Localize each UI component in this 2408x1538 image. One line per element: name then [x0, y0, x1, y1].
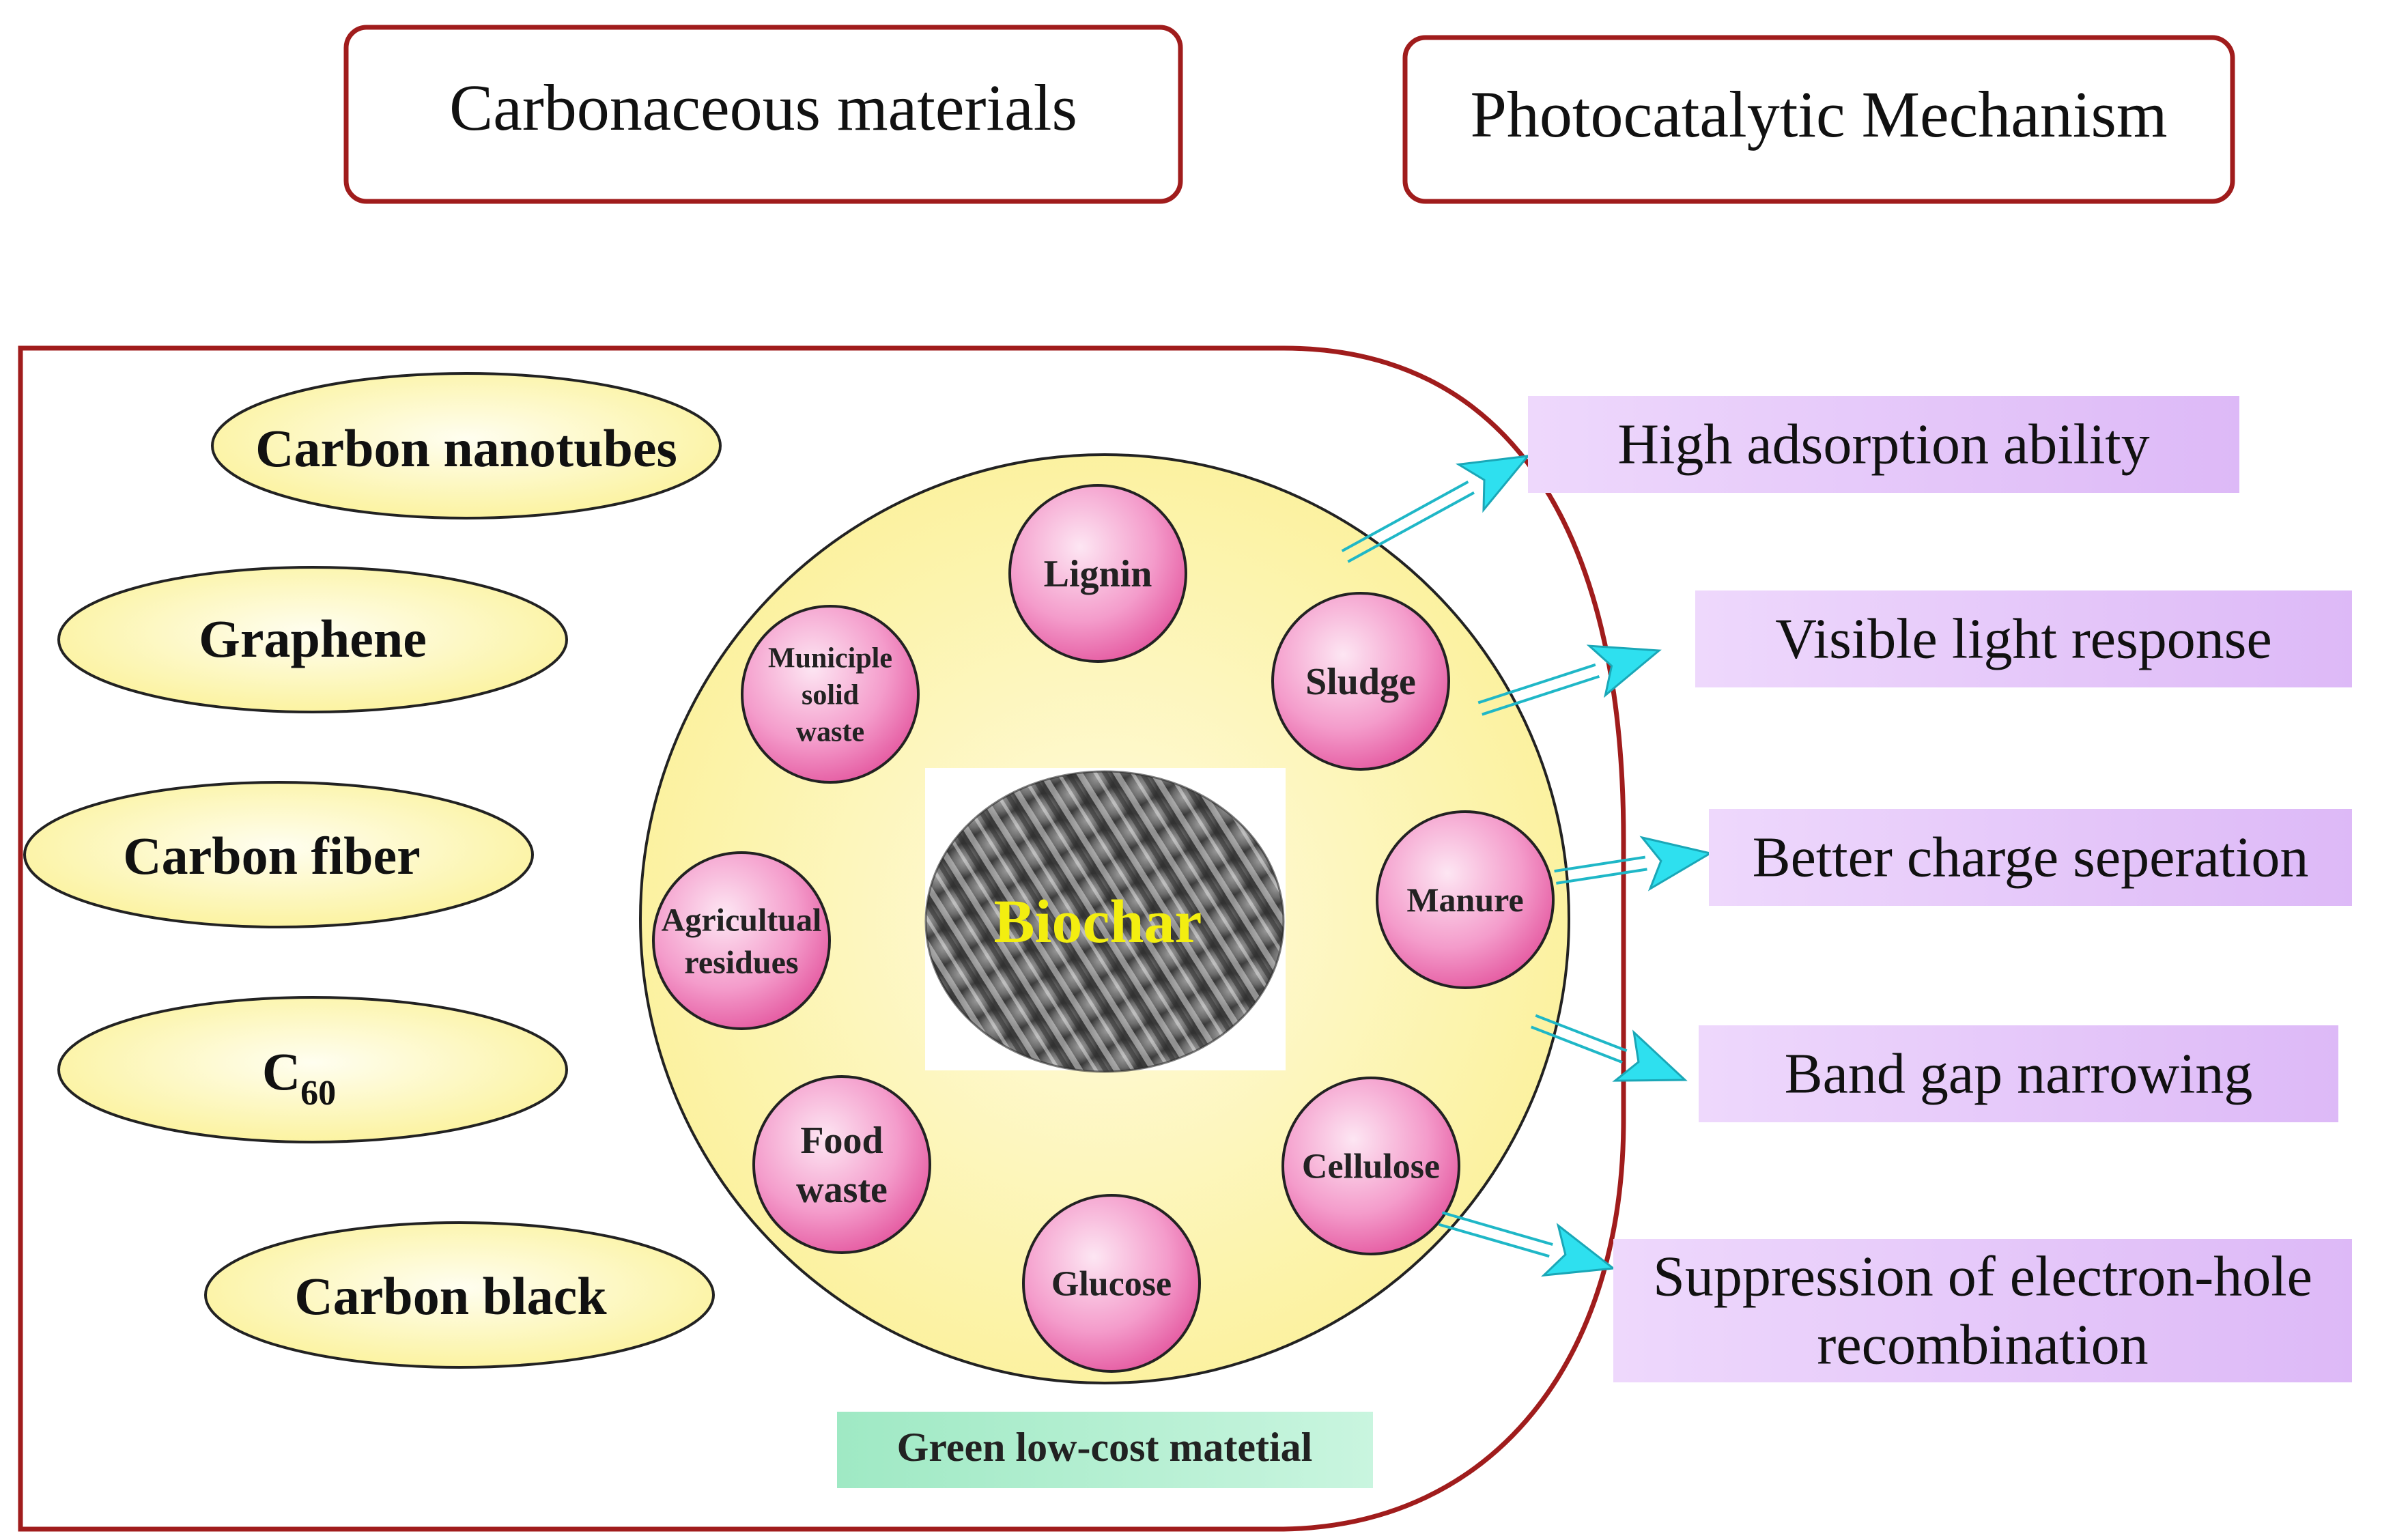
source-manure: Manure — [1376, 810, 1555, 989]
material-label-c60: C60 — [262, 1042, 336, 1113]
mechanism-arrow — [1531, 1014, 1688, 1082]
source-circle — [652, 851, 831, 1030]
header-left-box: Carbonaceous materials — [343, 25, 1183, 204]
source-circle — [1271, 592, 1450, 771]
source-label: Food — [800, 1120, 883, 1162]
material-ellipse-carbon-fiber: Carbon fiber — [23, 781, 534, 928]
source-cellulose: Cellulose — [1281, 1077, 1460, 1255]
mechanism-label: Band gap narrowing — [1785, 1042, 2253, 1106]
source-label: Municiple — [768, 642, 892, 674]
source-sludge: Sludge — [1271, 592, 1450, 771]
mechanism-label: Visible light response — [1775, 608, 2272, 671]
material-ellipse-carbon-black: Carbon black — [204, 1221, 715, 1369]
mechanism-arrow — [1477, 644, 1662, 716]
mechanism-label: High adsorption ability — [1617, 413, 2149, 476]
mechanism-label: Suppression of electron-hole — [1653, 1245, 2312, 1309]
c60-base: C — [262, 1042, 300, 1101]
mechanism-box: High adsorption ability — [1528, 396, 2239, 493]
source-lignin: Lignin — [1008, 484, 1187, 663]
biochar-center-label: Biochar — [994, 888, 1202, 956]
source-label: Glucose — [1051, 1265, 1172, 1304]
source-label: Sludge — [1305, 661, 1416, 703]
c60-subscript: 60 — [300, 1074, 336, 1113]
mechanism-label: Better charge seperation — [1753, 826, 2309, 889]
material-label: Carbon fiber — [123, 826, 420, 885]
material-label: Carbon nanotubes — [255, 418, 677, 478]
mechanism-arrow — [1438, 1211, 1616, 1277]
source-circle — [1022, 1194, 1201, 1373]
source-municiple-solid-waste: Municiple solid waste — [741, 605, 920, 784]
source-label: Agricultual — [662, 902, 822, 938]
mechanism-arrow — [1341, 455, 1531, 563]
main-frame — [18, 345, 1626, 1532]
mechanism-label: recombination — [1817, 1313, 2148, 1377]
green-low-cost-label: Green low-cost matetial — [897, 1425, 1313, 1470]
source-glucose: Glucose — [1022, 1194, 1201, 1373]
source-circle — [1281, 1077, 1460, 1255]
mechanism-box: Band gap narrowing — [1699, 1025, 2338, 1122]
source-label: waste — [796, 716, 864, 747]
header-left-title: Carbonaceous materials — [449, 71, 1077, 144]
mechanism-box: Visible light response — [1695, 590, 2352, 687]
source-food-waste: Food waste — [752, 1075, 931, 1254]
header-right-title: Photocatalytic Mechanism — [1470, 78, 2167, 151]
source-circle — [752, 1075, 931, 1254]
mechanism-arrows — [1341, 455, 1713, 1277]
header-right-box: Photocatalytic Mechanism — [1402, 35, 2235, 204]
source-circle — [1008, 484, 1187, 663]
biochar-sem-image: Biochar — [924, 768, 1286, 1073]
source-label: solid — [802, 679, 859, 711]
mechanism-arrow — [1554, 836, 1713, 892]
material-ellipse-c60: C60 — [57, 996, 568, 1143]
source-label: Manure — [1406, 881, 1523, 919]
material-label: Graphene — [199, 609, 427, 668]
mechanism-box: Better charge seperation — [1709, 809, 2352, 906]
material-label: Carbon black — [294, 1266, 607, 1326]
source-label: Cellulose — [1302, 1148, 1440, 1186]
green-low-cost-box: Green low-cost matetial — [837, 1412, 1373, 1488]
mechanism-box: Suppression of electron-holerecombinatio… — [1613, 1239, 2352, 1382]
material-ellipse-carbon-nanotubes: Carbon nanotubes — [211, 372, 722, 519]
material-ellipse-graphene: Graphene — [57, 566, 568, 713]
source-agricultual-residues: Agricultual residues — [652, 851, 831, 1030]
source-label: Lignin — [1044, 553, 1152, 595]
source-label: residues — [684, 944, 798, 980]
source-circle — [741, 605, 920, 784]
source-label: waste — [796, 1169, 888, 1211]
source-circle — [1376, 810, 1555, 989]
